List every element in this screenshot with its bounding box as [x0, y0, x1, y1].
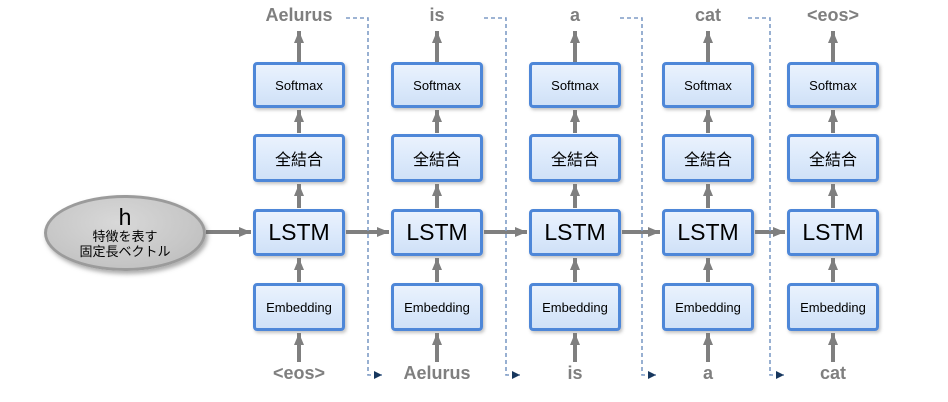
input-word-4: a — [702, 363, 713, 383]
feature-vector-node: h 特徴を表す 固定長ベクトル — [44, 195, 206, 271]
output-word-4: cat — [694, 5, 721, 25]
lstm-box-5: LSTM — [787, 209, 879, 256]
fc-box-5: 全結合 — [787, 134, 879, 182]
fc-box-3: 全結合 — [529, 134, 621, 182]
lstm-box-3: LSTM — [529, 209, 621, 256]
softmax-box-4: Softmax — [662, 62, 754, 108]
embedding-box-2: Embedding — [391, 283, 483, 331]
output-word-2: is — [429, 5, 445, 25]
fc-box-4: 全結合 — [662, 134, 754, 182]
softmax-box-5: Softmax — [787, 62, 879, 108]
lstm-box-4: LSTM — [662, 209, 754, 256]
embedding-box-3: Embedding — [529, 283, 621, 331]
feedback-path-a — [620, 17, 656, 379]
input-word-2: Aelurus — [403, 363, 471, 383]
output-word-5: <eos> — [806, 5, 860, 25]
embedding-box-4: Embedding — [662, 283, 754, 331]
feedback-path-is — [484, 17, 520, 379]
fc-box-2: 全結合 — [391, 134, 483, 182]
output-word-1: Aelurus — [265, 5, 333, 25]
feature-vector-desc-line1: 特徴を表す — [92, 229, 158, 245]
feature-vector-symbol: h — [118, 204, 132, 231]
softmax-box-1: Softmax — [253, 62, 345, 108]
softmax-box-3: Softmax — [529, 62, 621, 108]
lstm-box-2: LSTM — [391, 209, 483, 256]
feedback-path-aelurus — [346, 17, 382, 379]
input-word-5: cat — [819, 363, 846, 383]
embedding-box-5: Embedding — [787, 283, 879, 331]
feature-vector-desc-line2: 固定長ベクトル — [79, 244, 171, 259]
input-word-1: <eos> — [272, 363, 326, 383]
input-word-3: is — [567, 363, 583, 383]
fc-box-1: 全結合 — [253, 134, 345, 182]
output-word-3: a — [569, 5, 580, 25]
lstm-box-1: LSTM — [253, 209, 345, 256]
embedding-box-1: Embedding — [253, 283, 345, 331]
softmax-box-2: Softmax — [391, 62, 483, 108]
